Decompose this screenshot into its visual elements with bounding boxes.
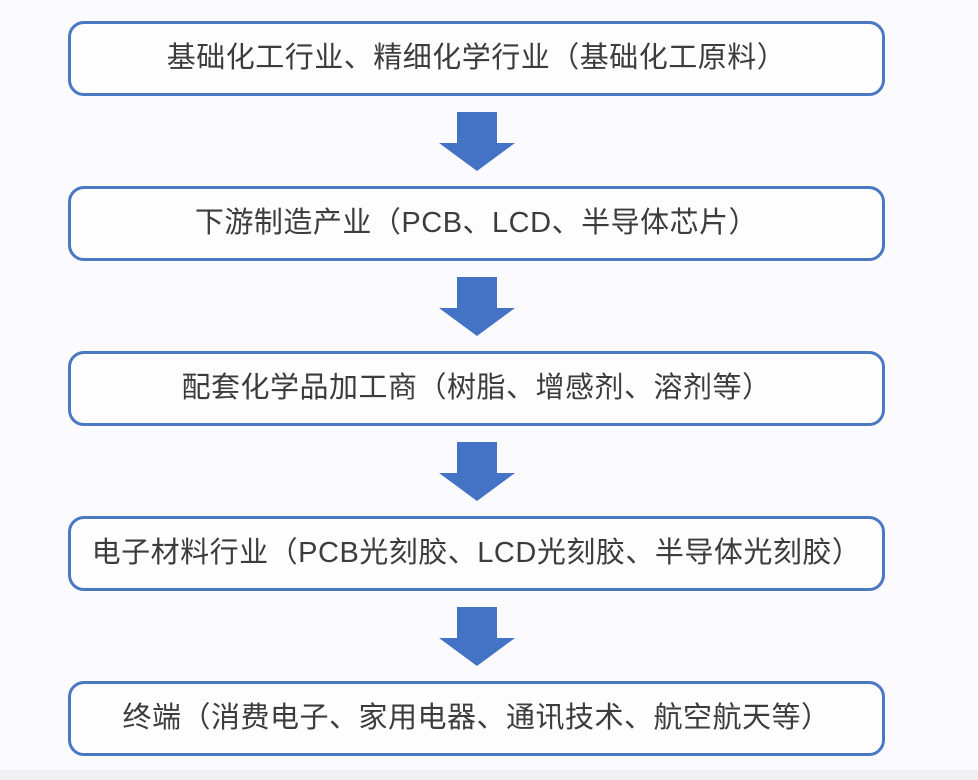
down-arrow-head xyxy=(438,307,515,336)
down-arrow-stem xyxy=(456,111,497,143)
down-arrow-head xyxy=(438,637,515,666)
down-arrow-head xyxy=(438,472,515,501)
down-arrow-stem xyxy=(456,441,497,473)
down-arrow-stem xyxy=(456,276,497,308)
connector-zone-3 xyxy=(68,426,885,516)
down-arrow-stem xyxy=(456,606,497,638)
flow-node-end-terminals: 终端（消费电子、家用电器、通讯技术、航空航天等） xyxy=(68,681,885,756)
down-arrow-icon xyxy=(438,111,515,171)
flow-node-chemical-processors: 配套化学品加工商（树脂、增感剂、溶剂等） xyxy=(68,351,885,426)
flow-node-label: 配套化学品加工商（树脂、增感剂、溶剂等） xyxy=(181,371,772,404)
down-arrow-head xyxy=(438,142,515,171)
flow-node-raw-chemicals: 基础化工行业、精细化学行业（基础化工原料） xyxy=(68,21,885,96)
down-arrow-icon xyxy=(438,441,515,501)
page-bottom-edge xyxy=(0,770,978,780)
connector-zone-4 xyxy=(68,591,885,681)
connector-zone-1 xyxy=(68,96,885,186)
flow-node-label: 下游制造产业（PCB、LCD、半导体芯片） xyxy=(194,206,759,239)
flow-node-electronic-materials: 电子材料行业（PCB光刻胶、LCD光刻胶、半导体光刻胶） xyxy=(68,516,885,591)
flow-node-downstream-manufacturing: 下游制造产业（PCB、LCD、半导体芯片） xyxy=(68,186,885,261)
flow-node-label: 基础化工行业、精细化学行业（基础化工原料） xyxy=(166,41,787,74)
flow-node-label: 电子材料行业（PCB光刻胶、LCD光刻胶、半导体光刻胶） xyxy=(91,536,862,569)
down-arrow-icon xyxy=(438,276,515,336)
down-arrow-icon xyxy=(438,606,515,666)
flow-node-label: 终端（消费电子、家用电器、通讯技术、航空航天等） xyxy=(122,701,831,734)
connector-zone-2 xyxy=(68,261,885,351)
